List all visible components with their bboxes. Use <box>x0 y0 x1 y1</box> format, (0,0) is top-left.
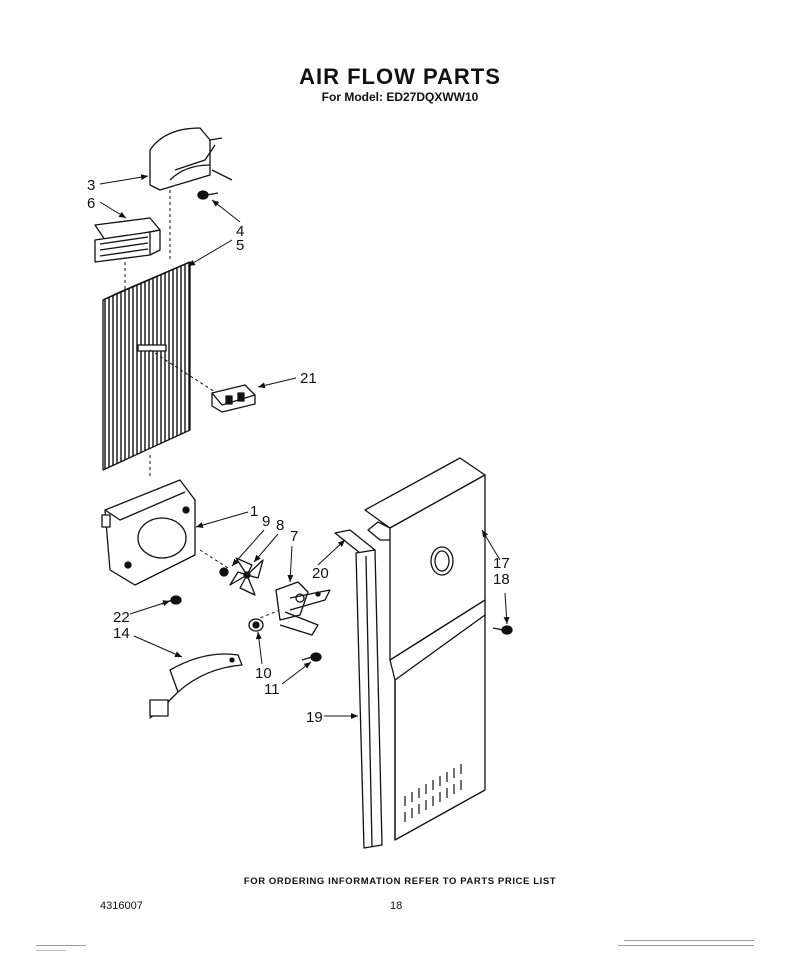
callout-3: 3 <box>87 177 95 194</box>
callout-20: 20 <box>312 565 329 582</box>
assembly-guide-lines <box>124 190 281 621</box>
part-grille <box>94 217 161 263</box>
callout-14: 14 <box>113 625 130 642</box>
part-fan-bracket <box>149 653 243 719</box>
callout-19: 19 <box>306 709 323 726</box>
leader-lines <box>99 174 510 719</box>
part-nut <box>219 567 229 577</box>
document-number: 4316007 <box>100 900 143 912</box>
part-grommet <box>248 618 264 632</box>
part-evaporator-cover <box>102 261 191 471</box>
part-clip <box>149 349 256 413</box>
part-screw-18 <box>492 625 513 635</box>
callout-17: 17 <box>493 555 510 572</box>
part-air-duct <box>355 549 383 849</box>
page-number: 18 <box>390 900 403 912</box>
callout-21: 21 <box>300 370 317 387</box>
part-fan-motor <box>275 581 331 636</box>
callout-4: 4 <box>236 223 244 240</box>
page-title: AIR FLOW PARTS <box>299 64 501 89</box>
ordering-note: FOR ORDERING INFORMATION REFER TO PARTS … <box>243 876 557 887</box>
part-screw-11 <box>301 652 322 662</box>
part-rear-panel <box>364 457 486 841</box>
callout-7: 7 <box>290 528 298 545</box>
fine-print-left <box>36 945 96 953</box>
callout-11: 11 <box>264 681 280 698</box>
fine-print-right <box>618 940 758 948</box>
callout-22: 22 <box>113 609 130 626</box>
part-fan-shroud <box>101 479 196 586</box>
callout-1: 1 <box>250 503 258 520</box>
part-duct-cap <box>149 127 233 191</box>
callout-18: 18 <box>493 571 510 588</box>
callout-6: 6 <box>87 195 95 212</box>
part-screw-4 <box>197 190 219 200</box>
callout-8: 8 <box>276 517 284 534</box>
part-gasket-strip <box>334 529 376 554</box>
model-subtitle: For Model: ED27DQXWW10 <box>321 90 479 104</box>
callout-9: 9 <box>262 513 270 530</box>
callout-10: 10 <box>255 665 272 682</box>
part-fan-blade <box>229 557 264 596</box>
callout-5: 5 <box>236 237 244 254</box>
